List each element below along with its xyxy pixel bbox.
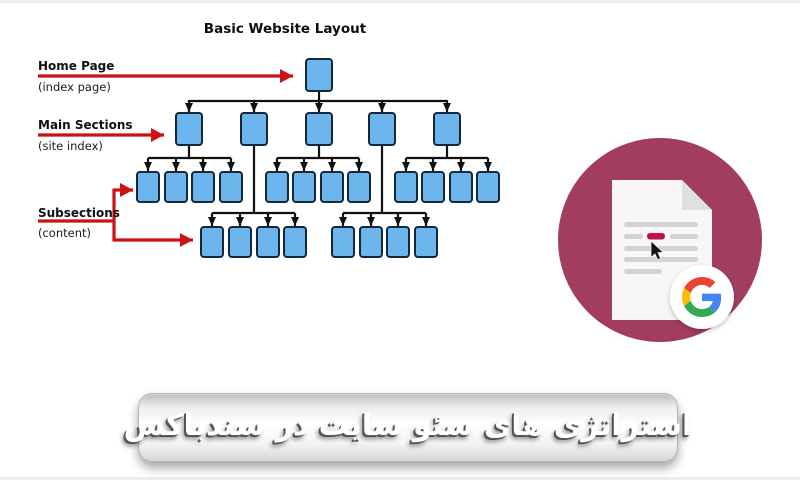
main-section-node <box>240 112 268 146</box>
cursor-arrow-icon <box>650 240 665 261</box>
seo-badge <box>558 138 762 342</box>
doc-line <box>624 246 698 251</box>
subsection-node <box>331 226 355 258</box>
doc-line <box>624 269 662 274</box>
tree-nodes <box>136 58 500 258</box>
subsections-label: Subsections <box>38 206 120 220</box>
subsection-node <box>256 226 280 258</box>
home-page-label: Home Page <box>38 59 114 73</box>
subsection-node <box>136 171 160 203</box>
subsection-node <box>200 226 224 258</box>
main-section-node <box>175 112 203 146</box>
doc-line <box>624 234 643 239</box>
google-red-arc <box>684 277 716 294</box>
google-g-paths <box>682 277 722 317</box>
doc-line <box>624 257 698 262</box>
subsection-node <box>164 171 188 203</box>
subsection-node <box>320 171 344 203</box>
subsection-node <box>228 226 252 258</box>
website-tree-diagram: Basic Website Layout Home Page (index pa… <box>38 21 500 258</box>
highlighted-text-bar <box>647 233 665 240</box>
subsection-node <box>219 171 243 203</box>
subsection-node <box>449 171 473 203</box>
subsections-sublabel: (content) <box>38 226 91 240</box>
doc-line <box>670 234 698 239</box>
subsection-node <box>421 171 445 203</box>
caption-banner: استراتژی های سئو سایت در سندباکس <box>124 393 692 462</box>
subsection-node <box>191 171 215 203</box>
home-page-sublabel: (index page) <box>38 80 111 94</box>
doc-line <box>624 222 698 227</box>
google-green-arc <box>684 300 716 317</box>
subsection-node <box>476 171 500 203</box>
home-page-node <box>305 58 333 92</box>
google-blue-arc <box>701 293 722 313</box>
subsection-node <box>414 226 438 258</box>
subsection-node <box>394 171 418 203</box>
main-sections-label: Main Sections <box>38 118 133 132</box>
main-section-node <box>433 112 461 146</box>
diagram-title: Basic Website Layout <box>204 21 367 37</box>
google-g-logo-icon <box>670 265 734 329</box>
subsection-node <box>386 226 410 258</box>
main-section-node <box>368 112 396 146</box>
subsection-node <box>359 226 383 258</box>
document-text-lines <box>624 222 698 274</box>
subsection-node <box>283 226 307 258</box>
main-section-node <box>305 112 333 146</box>
red-annotation-arrows <box>38 69 293 247</box>
google-yellow-arc <box>682 288 691 306</box>
subsection-node <box>347 171 371 203</box>
bottom-border-strip <box>0 477 800 480</box>
subsection-node <box>265 171 289 203</box>
document-fold-corner <box>682 180 712 210</box>
tree-connectors <box>144 91 492 226</box>
main-sections-sublabel: (site index) <box>38 139 103 153</box>
subsection-node <box>292 171 316 203</box>
top-border-strip <box>0 0 800 3</box>
caption-text: استراتژی های سئو سایت در سندباکس <box>123 407 693 443</box>
